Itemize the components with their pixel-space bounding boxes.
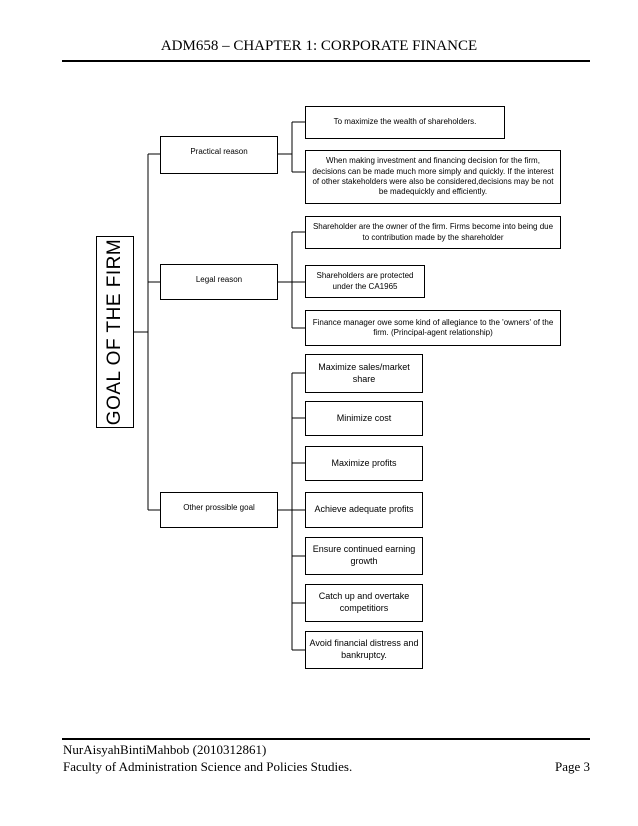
branch-legal-reason: Legal reason (160, 264, 278, 300)
node-text: Shareholders are protected under the CA1… (316, 271, 414, 291)
goal-maximize-sales: Maximize sales/market share (305, 354, 423, 393)
node-text: Achieve adequate profits (314, 504, 414, 515)
node-text: When making investment and financing dec… (312, 156, 554, 197)
branch-other-possible-goal: Other prossible goal (160, 492, 278, 528)
header-rule (62, 60, 590, 62)
node-text: Catch up and overtake competitiors (318, 591, 410, 613)
footer-faculty: Faculty of Administration Science and Po… (63, 759, 353, 774)
goal-maximize-profits: Maximize profits (305, 446, 423, 481)
root-node: GOAL OF THE FIRM (96, 236, 134, 428)
node-text: Maximize profits (331, 457, 397, 468)
node-ca1965-protection: Shareholders are protected under the CA1… (305, 265, 425, 298)
goal-minimize-cost: Minimize cost (305, 401, 423, 436)
root-node-label: GOAL OF THE FIRM (104, 238, 125, 426)
page-number: Page 3 (554, 759, 590, 774)
node-text: Maximize sales/market share (318, 361, 410, 384)
branch-practical-reason: Practical reason (160, 136, 278, 174)
node-text: Minimize cost (336, 412, 392, 423)
goal-avoid-distress: Avoid financial distress and bankruptcy. (305, 631, 423, 669)
node-text: Finance manager owe some kind of allegia… (312, 317, 554, 337)
goal-earning-growth: Ensure continued earning growth (305, 537, 423, 575)
node-decision-speed: When making investment and financing dec… (305, 150, 561, 204)
footer-rule (62, 738, 590, 740)
footer-author: NurAisyahBintiMahbob (2010312861) (63, 742, 267, 757)
branch-label: Legal reason (195, 275, 243, 284)
node-text: To maximize the wealth of shareholders. (333, 117, 477, 127)
branch-label: Practical reason (190, 147, 248, 156)
page-header-title: ADM658 – CHAPTER 1: CORPORATE FINANCE (160, 38, 478, 54)
branch-label: Other prossible goal (183, 503, 255, 512)
goal-adequate-profits: Achieve adequate profits (305, 492, 423, 528)
node-text: Shareholder are the owner of the firm. F… (312, 222, 554, 242)
goal-overtake-competitors: Catch up and overtake competitiors (305, 584, 423, 622)
node-principal-agent: Finance manager owe some kind of allegia… (305, 310, 561, 346)
node-maximize-shareholder-wealth: To maximize the wealth of shareholders. (305, 106, 505, 139)
node-text: Avoid financial distress and bankruptcy. (309, 638, 419, 660)
node-text: Ensure continued earning growth (312, 544, 416, 566)
node-shareholder-owners: Shareholder are the owner of the firm. F… (305, 216, 561, 249)
